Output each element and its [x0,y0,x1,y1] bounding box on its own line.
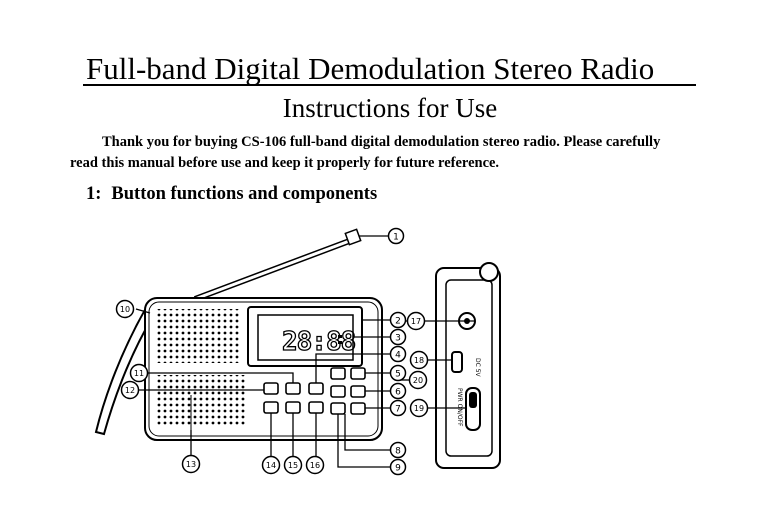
button-row2-1 [263,401,279,414]
svg-text:11: 11 [134,369,144,378]
callouts: 1 2 3 4 5 6 7 8 9 10 11 12 13 14 15 16 1… [115,227,429,476]
svg-text:18: 18 [414,356,424,365]
callout-14: 14 [261,455,281,475]
svg-text:17: 17 [411,317,421,326]
document-title: Full-band Digital Demodulation Stereo Ra… [86,51,655,86]
button-r3-b [350,402,366,415]
callout-5: 5 [389,364,407,382]
callout-15: 15 [283,455,303,475]
section-heading: 1: Button functions and components [86,182,377,206]
callout-11: 11 [129,363,149,383]
callout-4: 4 [389,345,407,363]
wrist-strap [94,306,154,436]
callout-9: 9 [389,458,407,476]
callout-16: 16 [305,455,325,475]
callout-10: 10 [115,299,135,319]
callout-7: 7 [389,399,407,417]
svg-text:2: 2 [395,317,401,327]
svg-text:5: 5 [395,370,401,380]
control-buttons [263,367,366,415]
section-number: 1: [86,184,102,204]
callout-3: 3 [389,328,407,346]
radio-side-view: DC 5V PWR ON/OFF [435,262,501,469]
antenna-knob [479,262,499,282]
button-r2-a [330,385,346,398]
svg-text:3: 3 [395,334,401,344]
intro-paragraph: Thank you for buying CS-106 full-band di… [70,132,710,174]
svg-text:8: 8 [395,447,401,457]
callout-18: 18 [409,350,429,370]
antenna [193,228,362,302]
button-r1-b [350,367,366,380]
button-row1-2 [285,382,301,395]
intro-line-1: Thank you for buying CS-106 full-band di… [102,134,661,150]
svg-text:14: 14 [266,461,276,470]
button-row2-2 [285,401,301,414]
button-r1-a [330,367,346,380]
callout-2: 2 [389,311,407,329]
button-r2-b [350,385,366,398]
callout-19: 19 [409,398,429,418]
callout-8: 8 [389,441,407,459]
svg-text:4: 4 [395,351,401,361]
callout-6: 6 [389,382,407,400]
callout-20: 20 [408,370,428,390]
button-r3-a [330,402,346,415]
speaker-grill [155,309,245,430]
dc-port [451,351,463,373]
svg-text:20: 20 [413,376,423,385]
svg-text:6: 6 [395,388,401,398]
callout-13: 13 [181,454,201,474]
section-title: Button functions and components [111,184,378,204]
dc-label: DC 5V [474,358,481,378]
title-underline [83,84,696,86]
callout-12: 12 [120,380,140,400]
intro-line-2: read this manual before use and keep it … [70,155,500,171]
button-row1-1 [263,382,279,395]
svg-text:19: 19 [414,404,424,413]
svg-text:13: 13 [186,460,196,469]
svg-text:1: 1 [393,233,399,243]
svg-text:12: 12 [125,386,135,395]
lcd-digits: 28:88 [282,327,356,357]
svg-text:16: 16 [310,461,320,470]
lcd-display: 28:88 [247,306,363,367]
svg-text:10: 10 [120,305,130,314]
svg-text:9: 9 [395,464,401,474]
button-row2-3 [308,401,324,414]
callout-17: 17 [406,311,426,331]
svg-text:7: 7 [395,405,401,415]
button-row1-3 [308,382,324,395]
svg-text:15: 15 [288,461,298,470]
callout-1: 1 [387,227,405,245]
document-subtitle: Instructions for Use [282,93,498,123]
